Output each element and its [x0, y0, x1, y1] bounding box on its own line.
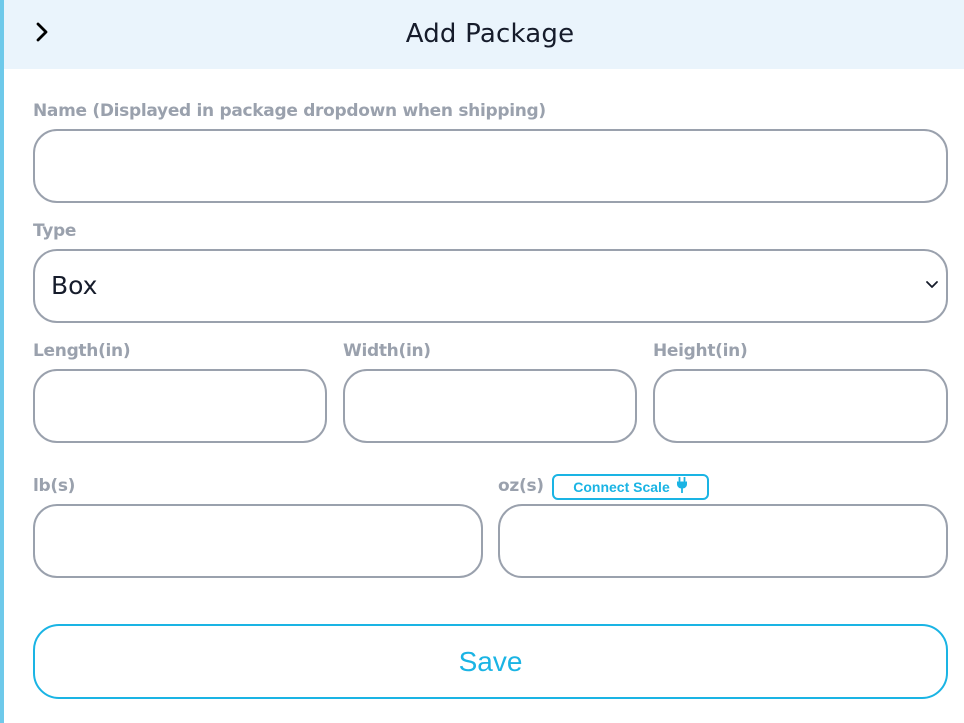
ozs-label: oz(s) [498, 476, 544, 496]
height-field-wrapper [653, 369, 948, 443]
chevron-right-icon[interactable] [28, 16, 56, 48]
add-package-panel: Add Package Name (Displayed in package d… [4, 0, 964, 723]
type-select[interactable]: Box [33, 249, 948, 323]
name-label: Name (Displayed in package dropdown when… [33, 101, 546, 121]
width-field-wrapper [343, 369, 637, 443]
ozs-field-wrapper [498, 504, 948, 578]
length-label: Length(in) [33, 341, 131, 361]
type-label: Type [33, 221, 77, 241]
length-field-wrapper [33, 369, 327, 443]
width-input[interactable] [345, 371, 635, 441]
page-title: Add Package [405, 19, 575, 49]
panel-header: Add Package [4, 0, 964, 69]
type-select-value: Box [51, 271, 98, 300]
height-label: Height(in) [653, 341, 748, 361]
width-label: Width(in) [343, 341, 431, 361]
name-field-wrapper [33, 129, 948, 203]
chevron-down-icon [924, 277, 940, 293]
plug-icon [676, 476, 688, 498]
name-input[interactable] [35, 131, 946, 201]
left-edge-strip [0, 0, 4, 723]
ozs-input[interactable] [500, 506, 946, 576]
lbs-label: lb(s) [33, 476, 76, 496]
lbs-input[interactable] [35, 506, 481, 576]
save-button[interactable]: Save [33, 624, 948, 699]
connect-scale-button[interactable]: Connect Scale [552, 474, 709, 500]
lbs-field-wrapper [33, 504, 483, 578]
length-input[interactable] [35, 371, 325, 441]
connect-scale-label: Connect Scale [573, 479, 670, 495]
height-input[interactable] [655, 371, 946, 441]
save-button-label: Save [458, 645, 523, 677]
